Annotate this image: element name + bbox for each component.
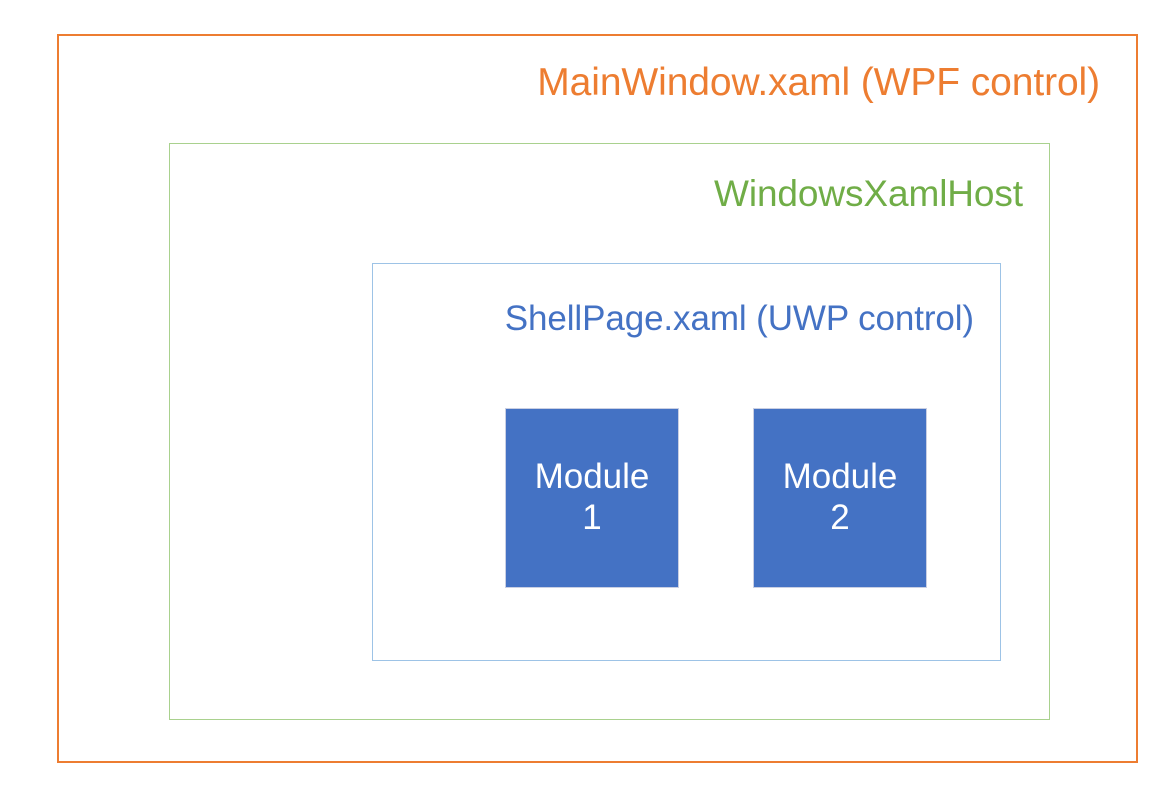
module-box-1-number: 1 xyxy=(582,498,602,537)
module-box-1-name: Module xyxy=(534,457,650,497)
layer-label-windowsxamlhost: WindowsXamlHost xyxy=(714,173,1023,214)
layer-shellpage-uwp: ShellPage.xaml (UWP control) Module 1 Mo… xyxy=(372,263,1001,661)
module-box-2-number: 2 xyxy=(830,498,850,537)
module-box-2: Module 2 xyxy=(753,408,927,588)
layer-label-mainwindow-wpf: MainWindow.xaml (WPF control) xyxy=(537,61,1100,104)
layer-mainwindow-wpf: MainWindow.xaml (WPF control) WindowsXam… xyxy=(57,34,1138,763)
layer-windowsxamlhost: WindowsXamlHost ShellPage.xaml (UWP cont… xyxy=(169,143,1050,720)
module-box-1: Module 1 xyxy=(505,408,679,588)
module-row: Module 1 Module 2 xyxy=(505,408,927,588)
layer-label-shellpage-uwp: ShellPage.xaml (UWP control) xyxy=(504,299,974,338)
module-box-2-name: Module xyxy=(782,457,898,497)
